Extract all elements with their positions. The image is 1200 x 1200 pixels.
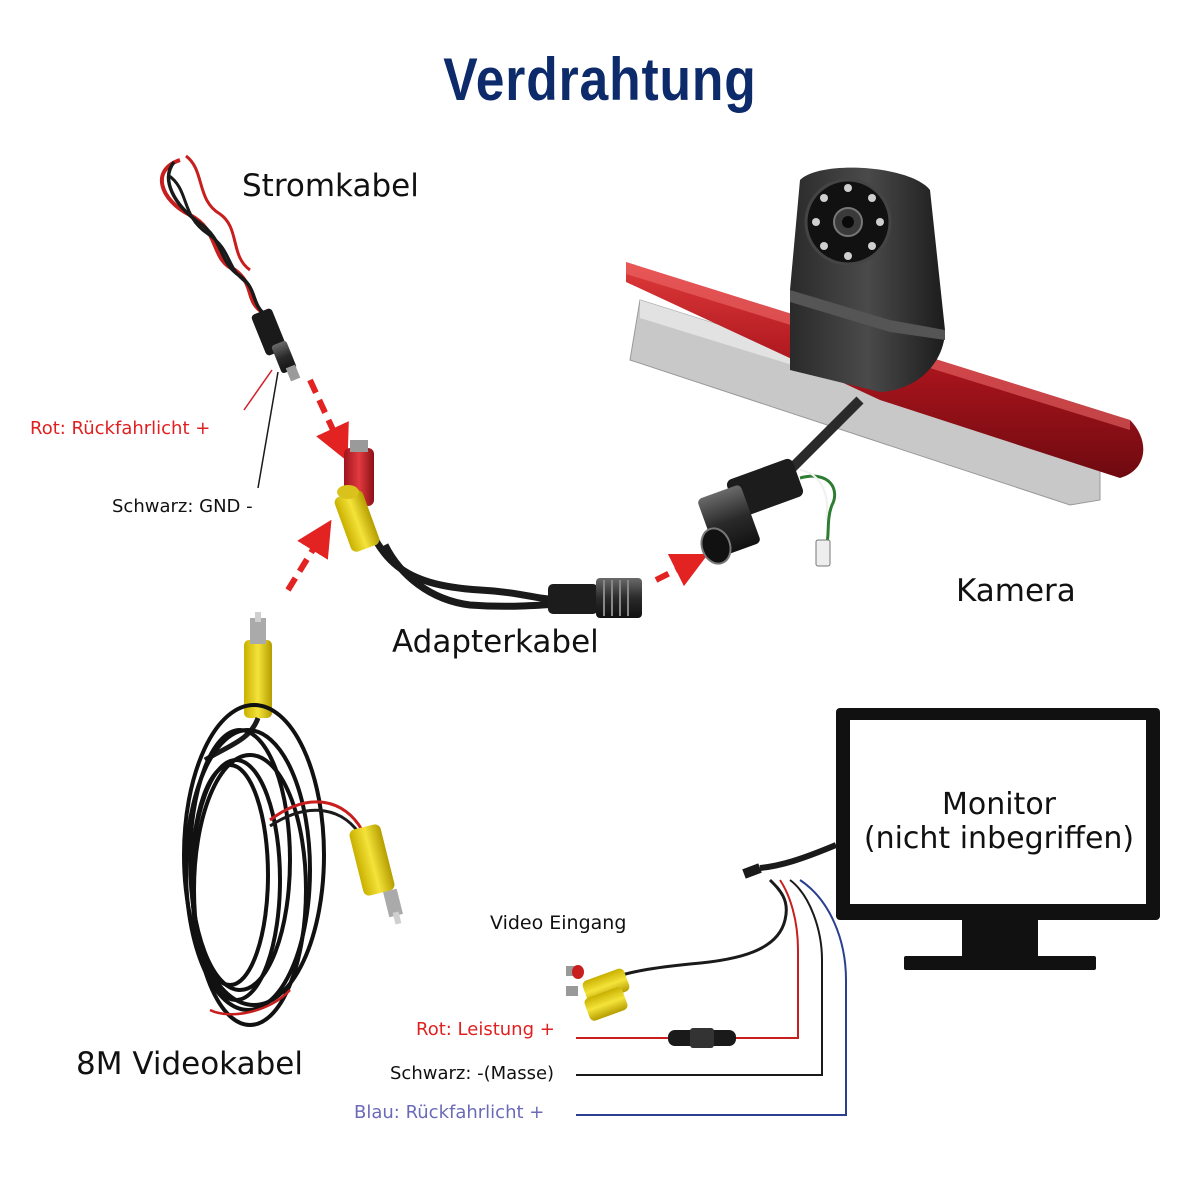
power-cable-image bbox=[159, 154, 301, 489]
black-gnd-label: Schwarz: GND - bbox=[112, 496, 253, 517]
power-cable-label: Stromkabel bbox=[242, 168, 419, 204]
camera-label: Kamera bbox=[956, 573, 1076, 609]
arrow-power-to-adapter bbox=[307, 378, 349, 462]
arrow-adapter-to-camera bbox=[654, 553, 709, 587]
red-power-label: Rot: Leistung + bbox=[416, 1019, 555, 1040]
monitor-label-line1: Monitor bbox=[941, 787, 1057, 822]
connection-arrows bbox=[285, 378, 709, 592]
video-cable-image bbox=[182, 612, 403, 1027]
video-cable-label: 8M Videokabel bbox=[76, 1046, 303, 1082]
monitor-label: Monitor (nicht inbegriffen) bbox=[846, 788, 1152, 856]
adapter-cable-label: Adapterkabel bbox=[392, 624, 599, 660]
arrow-video-to-adapter bbox=[285, 519, 332, 592]
monitor-harness bbox=[566, 842, 847, 1116]
black-ground-label: Schwarz: -(Masse) bbox=[390, 1063, 555, 1084]
page-title: Verdrahtung bbox=[443, 46, 757, 113]
red-reverse-light-label: Rot: Rückfahrlicht + bbox=[30, 418, 211, 439]
monitor-label-line2: (nicht inbegriffen) bbox=[863, 821, 1135, 856]
video-input-label: Video Eingang bbox=[490, 912, 627, 934]
monitor-image bbox=[836, 708, 1160, 970]
blue-reverse-light-label: Blau: Rückfahrlicht + bbox=[354, 1102, 545, 1123]
camera-image bbox=[626, 167, 1144, 567]
adapter-cable-image bbox=[334, 440, 642, 618]
